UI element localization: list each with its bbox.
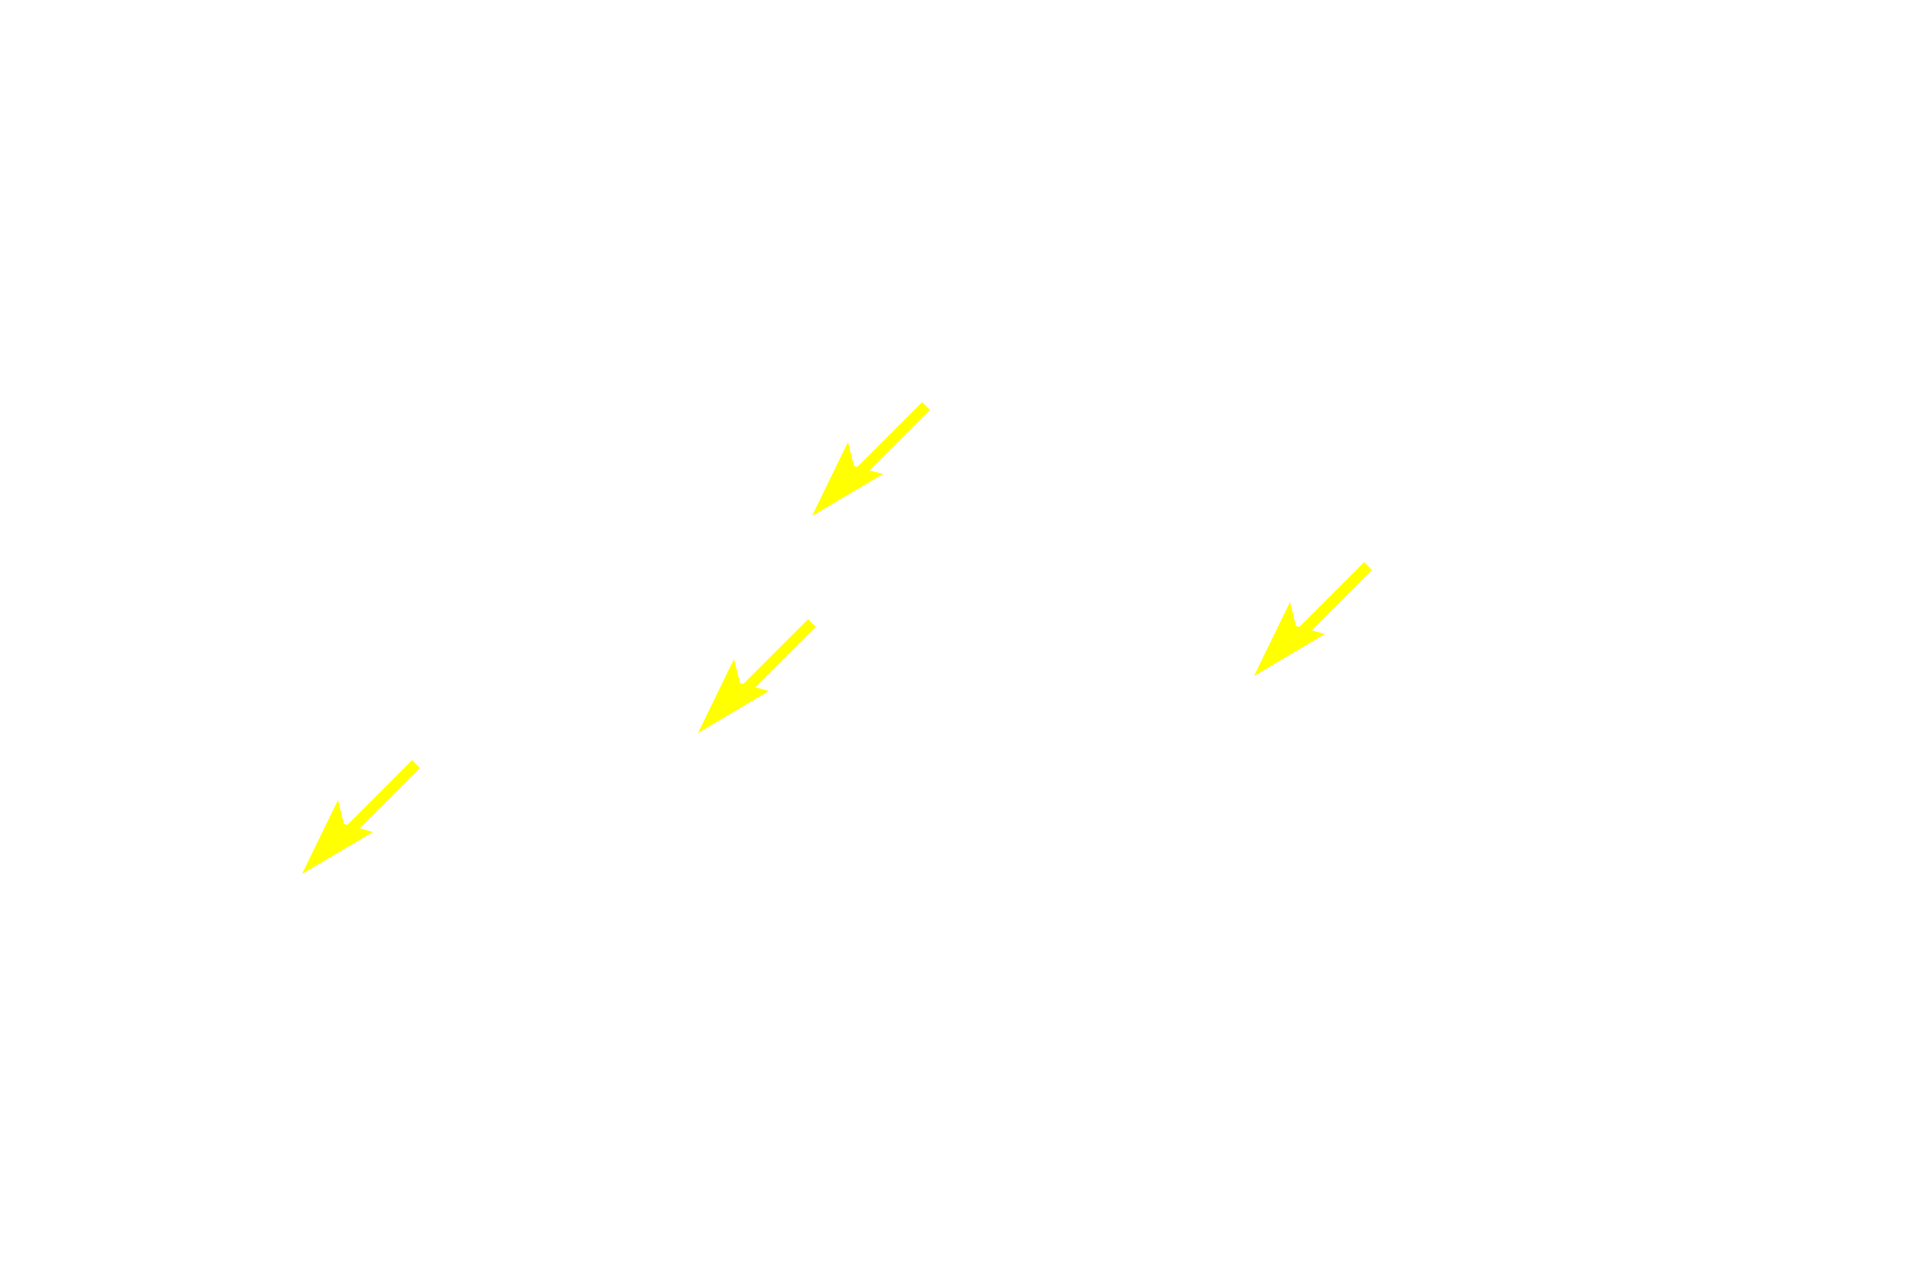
arrow-head (698, 659, 769, 733)
arrow-head (302, 800, 373, 874)
arrow-down-left-icon (302, 760, 420, 874)
arrow-down-left-icon (812, 402, 930, 516)
arrow-down-left-icon (1254, 562, 1372, 676)
arrow-head (1254, 602, 1325, 676)
arrow-down-left-icon (698, 619, 816, 733)
arrow-head (812, 442, 883, 516)
